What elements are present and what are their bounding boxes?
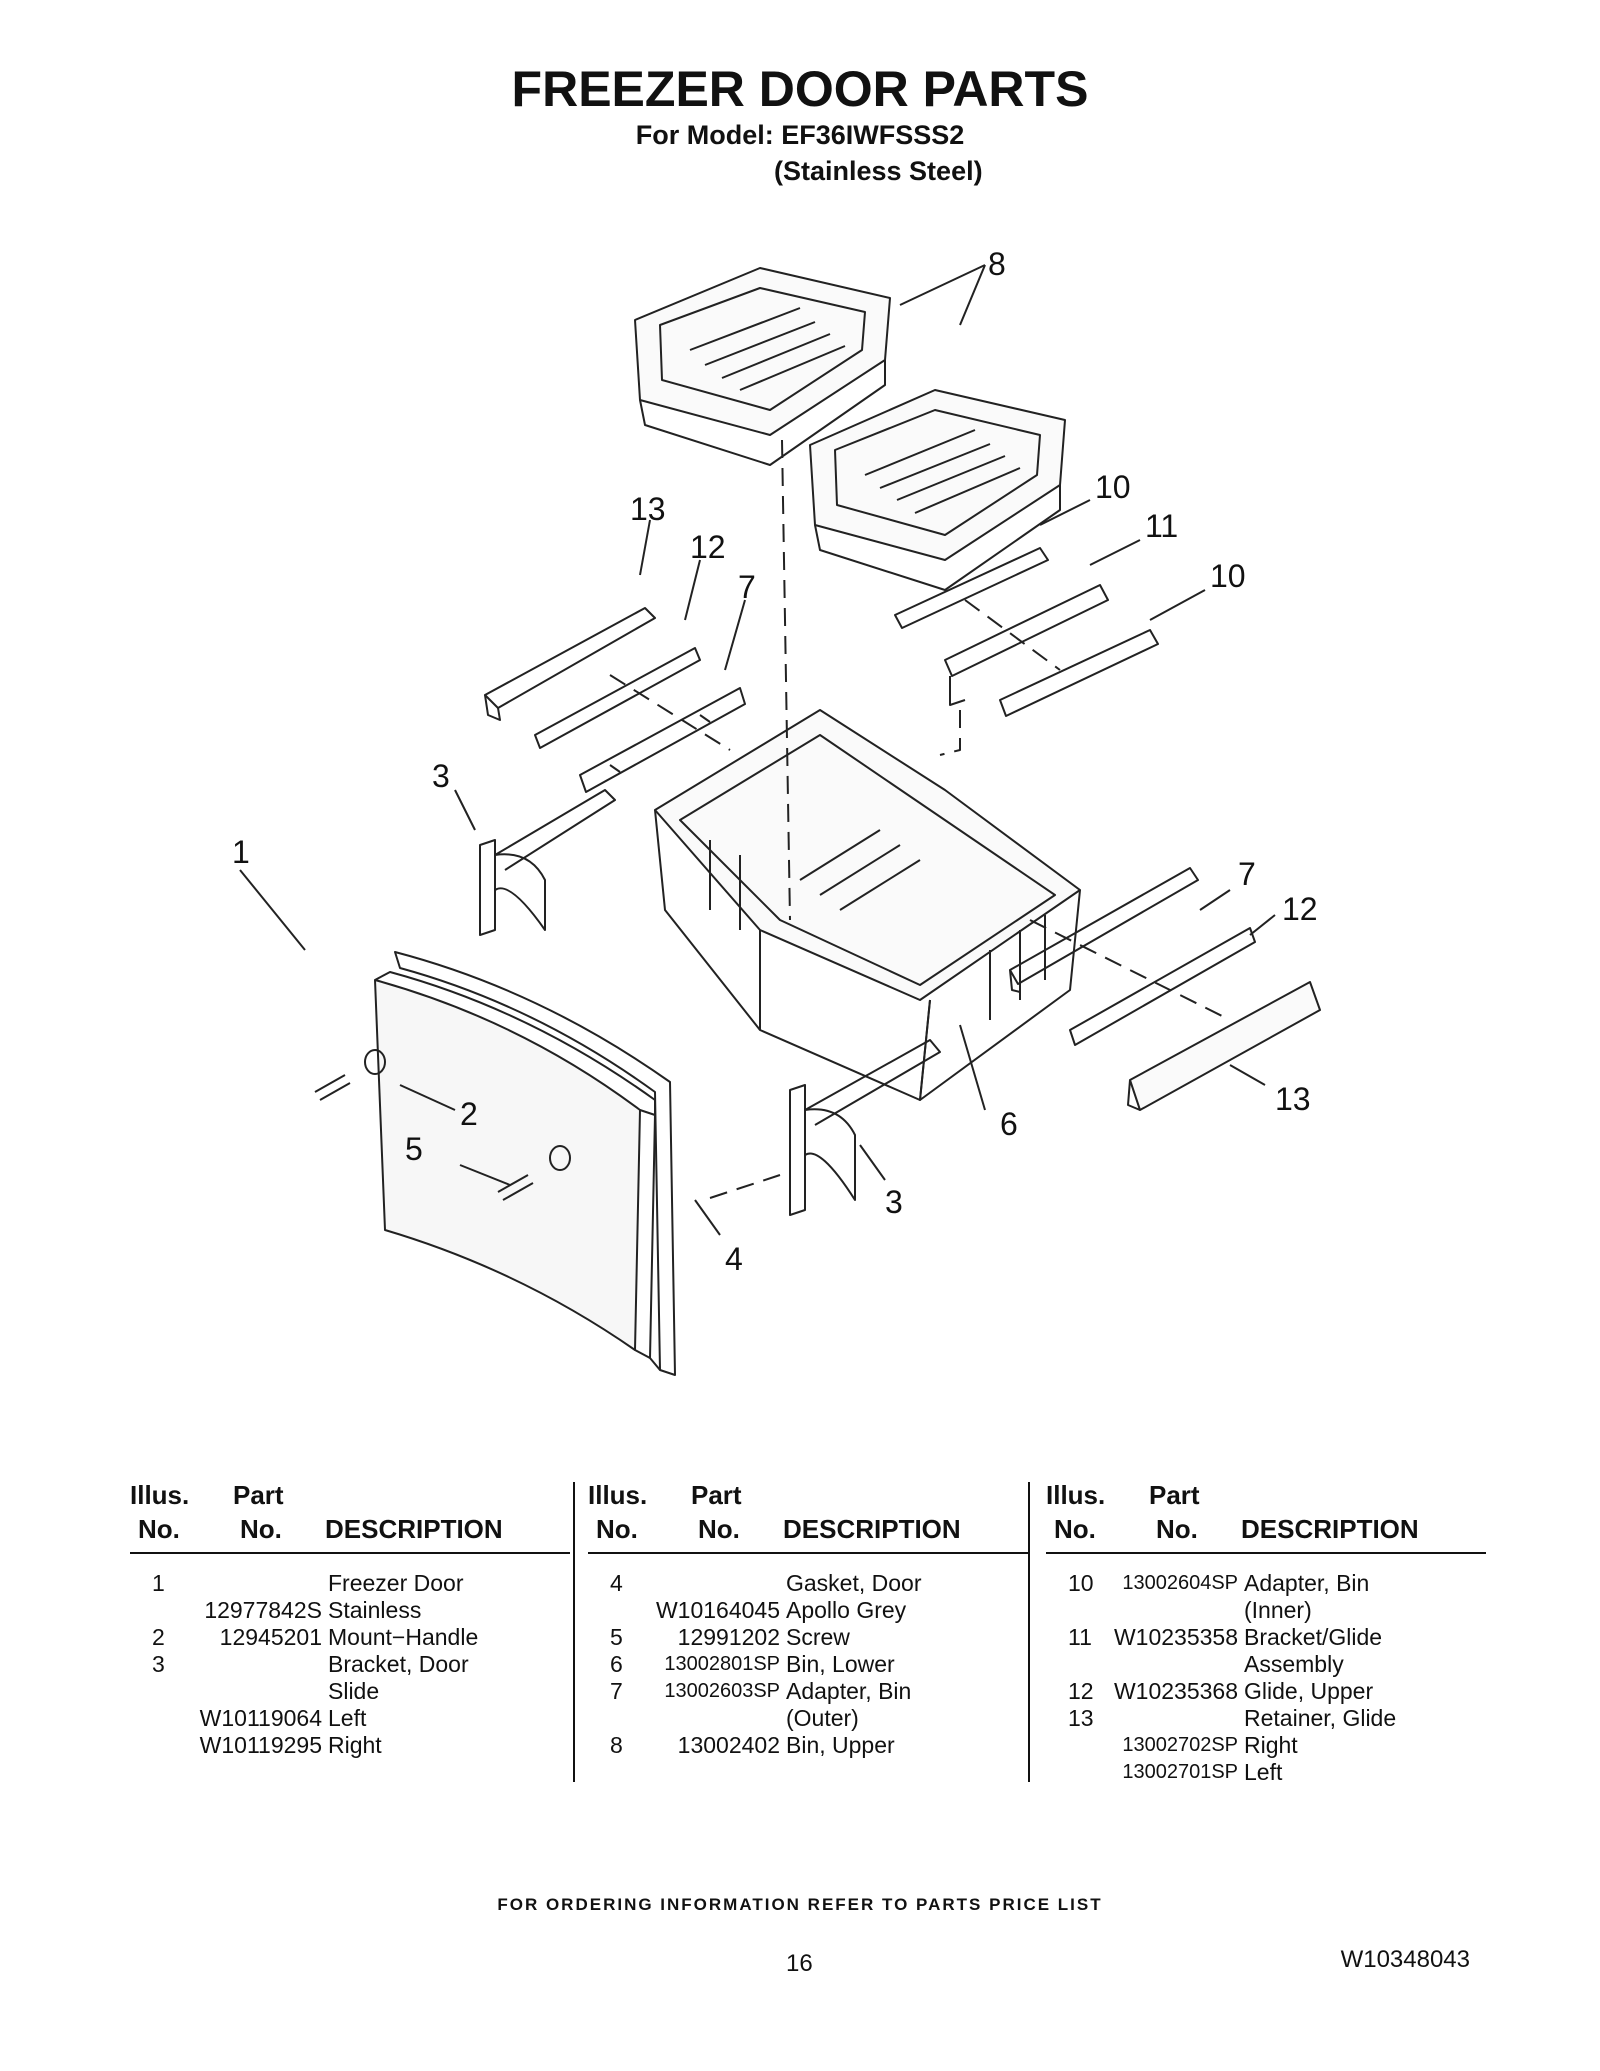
callout-6: 6 — [1000, 1106, 1018, 1142]
right-door-slide-bracket — [789, 1039, 941, 1216]
table-row: (Inner) — [1244, 1597, 1312, 1623]
ordering-note: FOR ORDERING INFORMATION REFER TO PARTS … — [497, 1895, 1103, 1914]
callout-10-top: 10 — [1095, 469, 1131, 505]
callout-8: 8 — [988, 246, 1006, 282]
callout-7-left: 7 — [738, 569, 756, 605]
table-row: Slide — [328, 1678, 380, 1704]
column-divider — [1028, 1482, 1030, 1782]
header-part-no: No. — [1156, 1514, 1198, 1544]
callout-11: 11 — [1145, 508, 1178, 544]
finish-line: (Stainless Steel) — [774, 156, 983, 186]
upper-bin-right — [809, 389, 1066, 591]
right-bin-adapter-inner-top — [894, 547, 1049, 629]
callout-4: 4 — [725, 1241, 743, 1277]
right-bin-adapter-outer — [1009, 867, 1199, 993]
table-header: Illus. No. Part No. DESCRIPTION — [130, 1480, 570, 1554]
alignment-lines — [609, 439, 1231, 1199]
table-header: Illus. No. Part No. DESCRIPTION — [1046, 1480, 1486, 1554]
header-part-no: No. — [698, 1514, 740, 1544]
table-row: (Outer) — [786, 1705, 859, 1731]
header-part: Part — [691, 1480, 742, 1510]
leader-arrows — [239, 264, 1276, 1236]
callout-7-right: 7 — [1238, 856, 1256, 892]
header-part-no: No. — [240, 1514, 282, 1544]
callout-3-left: 3 — [432, 758, 450, 794]
model-line: For Model: EF36IWFSSS2 — [635, 120, 965, 150]
door-gasket — [394, 951, 676, 1376]
header-illus-no: No. — [596, 1514, 638, 1544]
callout-10-bottom: 10 — [1210, 558, 1246, 594]
callout-13-right: 13 — [1275, 1081, 1311, 1117]
header-part: Part — [1149, 1480, 1200, 1510]
freezer-door — [374, 971, 656, 1359]
exploded-parts-diagram: 8 10 11 10 13 12 7 3 1 7 12 13 6 3 4 2 5 — [232, 246, 1321, 1376]
right-glide-retainer — [1127, 981, 1321, 1111]
callout-1: 1 — [232, 834, 250, 870]
right-upper-glide — [1069, 927, 1256, 1046]
header-illus: Illus. — [1046, 1480, 1106, 1510]
header-illus: Illus. — [588, 1480, 648, 1510]
header-illus-no: No. — [1054, 1514, 1096, 1544]
callout-2: 2 — [460, 1096, 478, 1132]
lower-bin — [654, 709, 1081, 1101]
page-title: FREEZER DOOR PARTS — [511, 61, 1089, 117]
right-bracket-glide-assembly — [944, 584, 1109, 706]
header-description: DESCRIPTION — [783, 1514, 961, 1544]
header-part: Part — [233, 1480, 284, 1510]
column-divider — [573, 1482, 575, 1782]
callout-12-right: 12 — [1282, 891, 1318, 927]
callout-3-right: 3 — [885, 1184, 903, 1220]
left-glide-retainer — [484, 607, 656, 721]
callout-5: 5 — [405, 1131, 423, 1167]
header-illus-no: No. — [138, 1514, 180, 1544]
left-door-slide-bracket — [479, 789, 616, 936]
callout-13-left: 13 — [630, 491, 666, 527]
callout-12-left: 12 — [690, 529, 726, 565]
page-number: 16 — [786, 1950, 813, 1977]
upper-bin-left — [634, 267, 891, 466]
right-bin-adapter-inner-bottom — [999, 629, 1159, 717]
callout-labels: 8 10 11 10 13 12 7 3 1 7 12 13 6 3 4 2 5 — [232, 246, 1318, 1277]
table-header: Illus. No. Part No. DESCRIPTION — [588, 1480, 1028, 1554]
header-description: DESCRIPTION — [325, 1514, 503, 1544]
table-row: Assembly — [1244, 1651, 1344, 1677]
left-upper-glide — [534, 647, 701, 749]
header-description: DESCRIPTION — [1241, 1514, 1419, 1544]
left-bin-adapter — [579, 687, 746, 793]
handle-mounts-and-screws — [314, 1049, 571, 1201]
document-number: W10348043 — [1340, 1946, 1470, 1973]
header-illus: Illus. — [130, 1480, 190, 1510]
